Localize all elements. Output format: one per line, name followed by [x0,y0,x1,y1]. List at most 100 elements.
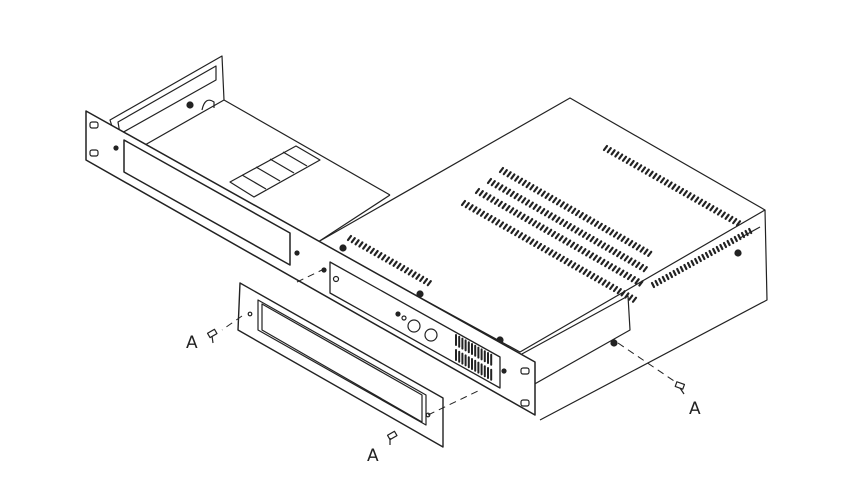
vent-slot [548,194,554,202]
vent-slot [563,257,569,265]
vent-slot [690,194,696,201]
rack-front-panel [85,110,536,416]
vent-slot [605,281,611,288]
vent-slot [683,263,688,271]
vent-slot [596,256,602,263]
vent-slot [529,184,535,191]
vent-slot [543,226,549,233]
vent-slot [562,220,569,228]
vent-slot [577,245,583,253]
vent-slot [644,168,650,175]
vent-slot [581,231,588,238]
vent-slot [654,279,659,287]
vent-slot [648,170,654,177]
vent-slot [600,242,607,249]
vent-slot [694,257,699,265]
vent-slot [609,229,615,236]
vent-slot [570,225,576,232]
vent-slot [569,241,576,248]
vent-slot [388,258,394,265]
vent-slot [612,248,618,256]
vent-slot [697,198,704,205]
vent-slot [628,240,634,247]
vent-slot [426,280,432,287]
vent-slot [715,245,720,253]
vent-slot [659,177,666,184]
vent-slot [474,187,481,195]
vent-slot [536,205,542,213]
vent-slot [540,190,546,197]
vent-slot [652,172,658,180]
vent-slot [630,276,636,283]
vent-slot [675,185,681,192]
vent-slot [498,221,505,228]
vent-slot [581,248,587,255]
vent-slot [624,237,630,245]
vent-slot [620,290,626,297]
callout-label-a: A [367,446,379,466]
vent-slot [578,229,584,236]
vent-slot [618,153,624,160]
vent-slot [638,280,644,287]
vent-slot [678,187,685,195]
vent-slot [535,222,541,229]
alignment-lines [221,269,681,416]
vent-slot [733,235,738,243]
vent-slot [610,149,616,156]
vent-slot [544,247,550,254]
vent-slot [621,155,628,162]
vent-slot [628,294,634,301]
vent-slot [516,211,522,218]
vent-slot [578,266,584,273]
vent-slot [482,192,488,199]
vent-slot [487,214,493,222]
vent-slot [411,271,417,278]
vent-slot [521,179,527,186]
vent-slot [724,213,730,220]
vent-slot [562,237,568,244]
vent-slot [640,166,647,173]
vent-slot [638,263,645,271]
vent-slot [612,285,619,293]
vent-slot [514,230,520,237]
vent-slot [665,273,670,281]
vent-slot [506,225,512,232]
vent-slot [497,200,503,207]
vent-slot [464,202,470,209]
vent-slot [661,275,666,283]
tray-slots [229,145,321,198]
vent-slot [593,220,600,227]
vent-slot [525,181,531,189]
vent-slot [639,246,645,253]
vent-slot [604,244,610,251]
vent-slot [713,207,719,214]
vent-slot [548,249,554,256]
vent-slot [690,259,695,267]
vent-slot [509,207,515,214]
vent-slot [566,239,572,246]
vent-slot [460,199,467,207]
vent-slot [671,183,677,190]
vent-slot [400,265,406,272]
screw-icon [674,381,686,395]
vent-slot [479,210,486,217]
vent-slot [493,198,500,205]
vent-slot [517,177,524,184]
vent-slot [601,224,607,232]
vent-slot [607,263,614,270]
vent-slot [633,162,639,169]
vent-slot [672,269,677,277]
vent-slot [619,269,625,276]
vent-slot [663,179,669,186]
vent-slot [547,212,553,219]
vent-slot [597,222,603,229]
vent-slot [517,232,524,239]
vent-slot [642,266,648,273]
vent-slot [520,213,526,220]
vent-slot [567,260,573,267]
vent-slot [631,296,638,303]
vent-slot [559,218,565,225]
vent-slot [748,227,753,235]
